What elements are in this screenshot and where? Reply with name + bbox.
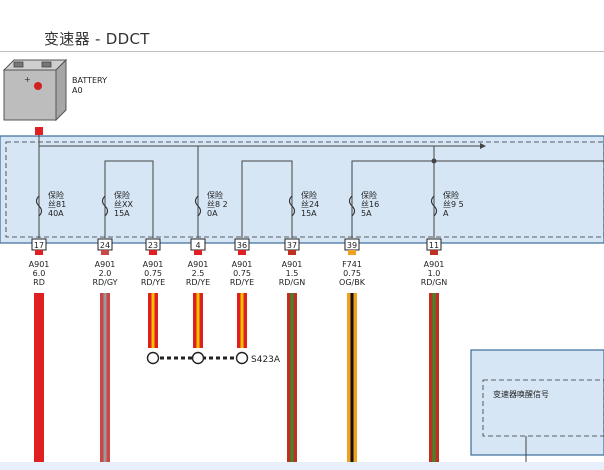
fuse-23-pin-number: 23 [148, 241, 158, 250]
fuse-box-inner-border [5, 141, 604, 238]
fuse-16-wire-stub [348, 250, 356, 255]
fuse-36-wire-stub [238, 250, 246, 255]
fuse-9-wire-code: A901 [424, 260, 445, 269]
fuse-81-wire-gauge: 6.0 [33, 269, 46, 278]
fuse-24-wire-stub [288, 250, 296, 255]
splice-s423a[interactable] [146, 351, 249, 365]
fuse-8-wire-stripe [196, 293, 200, 348]
fuse-9-label-2: 丝9 5 [443, 199, 464, 209]
fuse-16-pin-number: 39 [347, 241, 357, 250]
bottom-strip [0, 462, 604, 470]
fuse-36-wire-gauge: 0.75 [233, 269, 251, 278]
splice-label: S423A [251, 355, 281, 365]
fuse-24-pin-number: 37 [287, 241, 297, 250]
fuse-23-wire-stripe [151, 293, 155, 348]
fuse-81-wire-code: A901 [29, 260, 50, 269]
fuse-81-wire[interactable] [34, 293, 44, 465]
fuse-xx-pin-number: 24 [100, 241, 110, 250]
fuse-23-wire-color: RD/YE [141, 278, 165, 287]
fuse-8-pin-number: 4 [195, 241, 200, 250]
fuse-16-fuse-symbol[interactable] [348, 195, 356, 217]
fuse-16-wire-color: OG/BK [339, 278, 366, 287]
fuse-81-wire-color: RD [33, 278, 45, 287]
fuse-xx-wire-code: A901 [95, 260, 116, 269]
fuse-81-pin-number: 17 [34, 241, 44, 250]
fuse-24-wire-code: A901 [282, 260, 303, 269]
fuse-16-label-2: 丝16 [361, 199, 379, 209]
fuse-xx-rating: 15A [114, 209, 130, 218]
fuse-16-rating: 5A [361, 209, 372, 218]
fuse-8-fuse-symbol[interactable] [194, 195, 202, 217]
fuse-9-rating: A [443, 209, 449, 218]
fuse-9-label: 保险 [443, 190, 459, 200]
module-inner-border [482, 379, 604, 437]
fuse-16-wire-code: F741 [342, 260, 362, 269]
fuse-36-wire-stripe [240, 293, 244, 348]
battery-name: BATTERY [72, 76, 107, 85]
fuse-81-fuse-symbol[interactable] [35, 195, 43, 217]
fuse-xx-wire-stub [101, 250, 109, 255]
fuse-9-fuse-symbol[interactable] [430, 195, 438, 217]
fuse-9-wire-stripe [432, 293, 436, 465]
fuse-81-wire-stub [35, 250, 43, 255]
fuse-24-label: 保险 [301, 190, 317, 200]
fuse-xx-label-2: 丝XX [114, 199, 133, 209]
svg-text:+: + [24, 75, 31, 84]
fuse-xx-wire-color: RD/GY [92, 278, 117, 287]
fuse-8-label-2: 丝8 2 [207, 199, 228, 209]
fuse-81-label-2: 丝81 [48, 199, 66, 209]
fuse-xx-wire-gauge: 2.0 [99, 269, 112, 278]
fuse-box-internal-wiring [38, 135, 604, 238]
fuse-81-label: 保险 [48, 190, 64, 200]
fuse-36-wire-color: RD/YE [230, 278, 254, 287]
fuse-24-wire-gauge: 1.5 [286, 269, 299, 278]
fuse-8-wire-code: A901 [188, 260, 209, 269]
fuse-81-rating: 40A [48, 209, 64, 218]
fuse-xx-fuse-symbol[interactable] [101, 195, 109, 217]
fuse-16-label: 保险 [361, 190, 377, 200]
fuse-36-wire-code: A901 [232, 260, 253, 269]
fuse-list: 保险丝8140A17A9016.0RD保险丝XX15A24A9012.0RD/G… [29, 190, 464, 465]
fuse-xx-wire-stripe [103, 293, 107, 465]
fuse-box [0, 135, 604, 244]
fuse-8-wire-color: RD/YE [186, 278, 210, 287]
fuse-9-wire-color: RD/GN [421, 278, 448, 287]
fuse-xx-label: 保险 [114, 190, 130, 200]
fuse-23-wire-code: A901 [143, 260, 164, 269]
fuse-9-pin-number: 11 [429, 241, 439, 250]
battery-terminal [35, 127, 43, 135]
battery-code: A0 [72, 86, 83, 95]
fuse-23-wire-gauge: 0.75 [144, 269, 162, 278]
fuse-23-wire-stub [149, 250, 157, 255]
fuse-24-wire-color: RD/GN [279, 278, 306, 287]
fuse-16-wire-stripe [350, 293, 354, 465]
fuse-24-fuse-symbol[interactable] [288, 195, 296, 217]
title-divider [0, 51, 604, 52]
fuse-24-wire-stripe [290, 293, 294, 465]
fuse-8-label: 保险 [207, 190, 223, 200]
fuse-8-rating: 0A [207, 209, 218, 218]
fuse-16-wire-gauge: 0.75 [343, 269, 361, 278]
fuse-8-wire-stub [194, 250, 202, 255]
fuse-36-pin-number: 36 [237, 241, 247, 250]
fuse-9-wire-gauge: 1.0 [428, 269, 441, 278]
fuse-9-wire-stub [430, 250, 438, 255]
battery-icon[interactable]: + [2, 58, 68, 122]
fuse-24-rating: 15A [301, 209, 317, 218]
page-title: 变速器 - DDCT [44, 30, 150, 48]
fuse-24-label-2: 丝24 [301, 199, 319, 209]
transmission-module-box[interactable] [470, 349, 604, 456]
fuse-8-wire-gauge: 2.5 [192, 269, 205, 278]
module-label: 变速器唤醒信号 [493, 389, 549, 399]
